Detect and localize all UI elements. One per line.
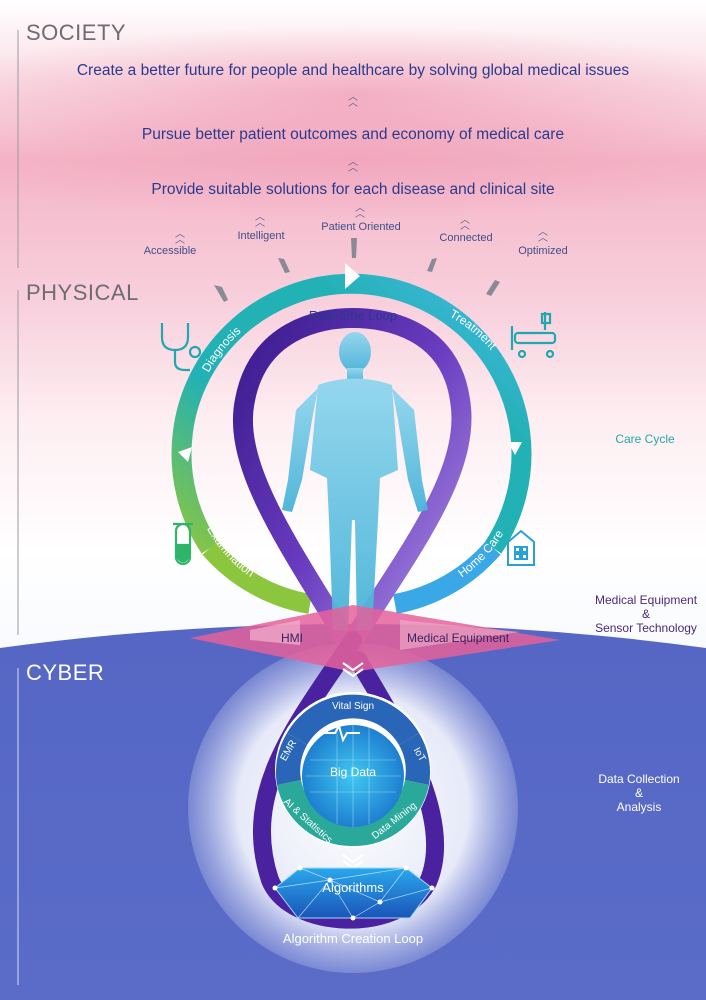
value-optimized: Optimized [518,245,568,257]
pulse-icon [321,723,360,743]
up-chevron-icon: ︿︿ [348,157,358,174]
segment-vital-sign: Vital Sign [332,701,374,712]
value-rays [214,238,500,302]
society-zone-label: SOCIETY [26,20,127,45]
equipment-side-line-2: & [641,607,650,621]
algorithm-gem [272,865,435,921]
up-chevron-icon: ︿︿ [355,203,365,220]
up-chevron-icon: ︿︿ [460,215,470,232]
real-time-loop-title: Real-time Loop [308,308,398,323]
up-chevron-icon: ︿︿ [255,212,265,229]
equipment-side-label: Medical Equipment & Sensor Technology [595,593,697,635]
goal-line-2: Pursue better patient outcomes and econo… [141,126,565,143]
data-side-line-3: Analysis [616,800,662,814]
goal-line-1: Create a better future for people and he… [76,62,630,79]
equipment-bar [190,605,560,672]
care-cycle-side-label: Care Cycle [615,432,675,446]
goal-line-3: Provide suitable solutions for each dise… [151,181,555,198]
human-figure-icon [282,332,428,630]
hospital-bed-icon [510,312,557,359]
care-cycle-ring [171,263,532,614]
value-connected: Connected [439,232,493,244]
physical-zone-label: PHYSICAL [26,280,139,305]
test-tube-icon [173,522,193,566]
data-side-line-2: & [634,786,643,800]
up-chevron-icon: ︿︿ [175,229,185,246]
up-chevron-icon: ︿︿ [348,92,358,109]
cyber-zone-label: CYBER [26,660,105,685]
big-data-label: Big Data [329,765,377,779]
data-hub [275,692,431,848]
value-intelligent: Intelligent [237,230,285,242]
equipment-side-line-3: Sensor Technology [595,621,697,635]
up-chevron-icon: ︿︿ [538,227,548,244]
algorithms-label: Algorithms [322,880,384,895]
house-icon [507,529,535,566]
medical-equipment-label: Medical Equipment [407,631,510,645]
hmi-label: HMI [281,631,303,645]
equipment-side-line-1: Medical Equipment [594,593,698,607]
stethoscope-icon [160,323,202,372]
value-patient-oriented: Patient Oriented [321,221,401,233]
algorithm-loop-title: Algorithm Creation Loop [282,931,424,946]
data-side-label: Data Collection & Analysis [598,772,679,814]
value-accessible: Accessible [143,245,197,257]
data-side-line-1: Data Collection [598,772,680,786]
